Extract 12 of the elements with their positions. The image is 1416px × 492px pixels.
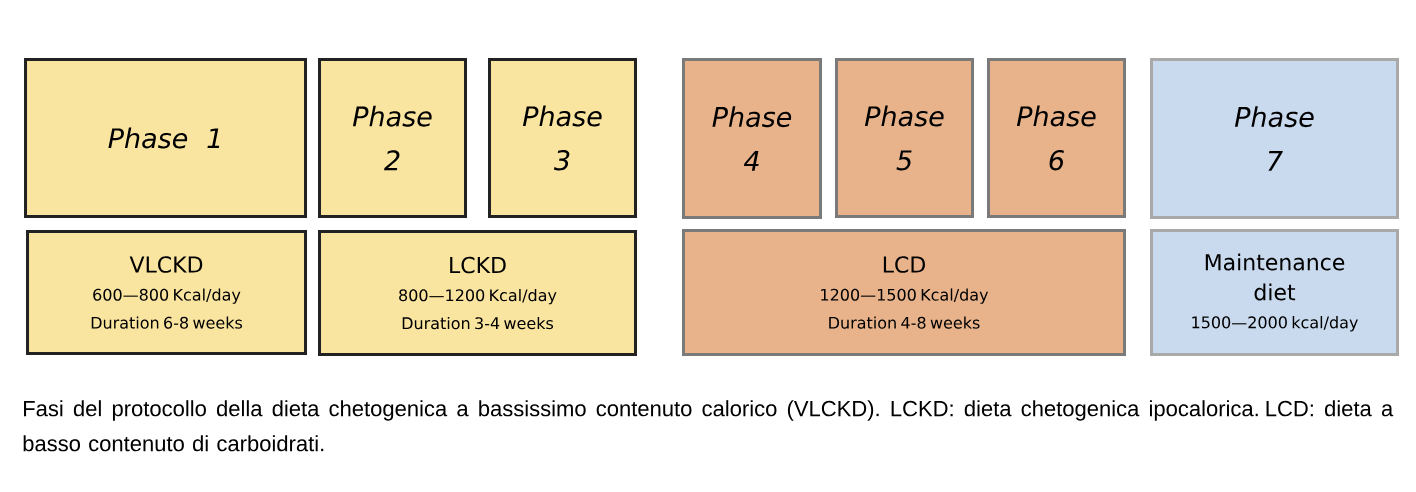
phase-box: Phase 3 bbox=[488, 58, 637, 218]
diet-box: Maintenance diet 1500—2000 kcal/day bbox=[1150, 229, 1399, 356]
caption: Fasi del protocollo della dieta chetogenica a bassissimo contenuto calorico (VLCKD). LCKD: dieta chetogenica ipocalorica. LCD: dieta a basso contenuto di carboidrati. bbox=[23, 400, 1394, 452]
phase-box: Phase 1 bbox=[24, 58, 307, 218]
diet-box: VLCKD 600—800 Kcal/day Duration 6-8 weeks bbox=[26, 230, 307, 355]
phase-box: Phase 6 bbox=[987, 58, 1126, 218]
diet-box: LCKD 800—1200 Kcal/day Duration 3-4 weeks bbox=[318, 230, 637, 356]
phase-box: Phase 7 bbox=[1150, 58, 1399, 219]
diet-box: LCD 1200—1500 Kcal/day Duration 4-8 weeks bbox=[682, 229, 1126, 356]
phase-box: Phase 5 bbox=[835, 58, 974, 218]
phase-box: Phase 4 bbox=[682, 58, 822, 219]
phase-box: Phase 2 bbox=[318, 58, 467, 218]
